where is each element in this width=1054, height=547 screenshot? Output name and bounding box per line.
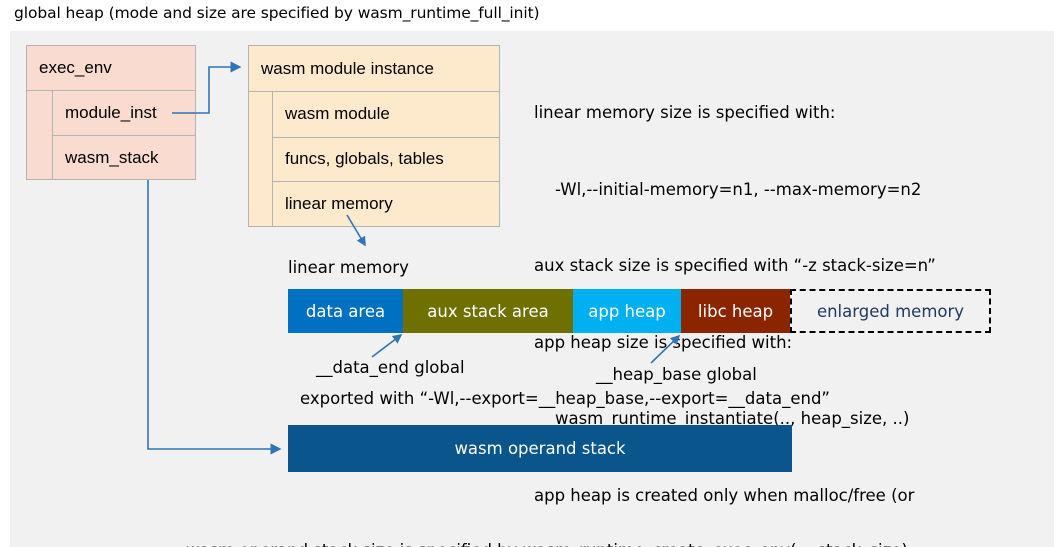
exec-env-box: exec_env module_inst wasm_stack <box>26 45 196 180</box>
wasm-operand-stack-box: wasm operand stack <box>288 425 792 472</box>
notes-line-5: wasm_runtime_instantiate(.., heap_size, … <box>534 409 910 428</box>
memory-segment-label: aux stack area <box>427 301 549 321</box>
annotation-operand-stack-size: wasm operand stack size is specified by … <box>186 483 908 547</box>
annotation-exported-with: exported with “-Wl,--export=__heap_base,… <box>300 389 830 408</box>
annotation-heap-base: __heap_base global <box>596 365 757 384</box>
exec-env-row-wasm-stack: wasm_stack <box>53 135 195 179</box>
wasm-module-instance-box: wasm module instance wasm module funcs, … <box>248 45 500 227</box>
exec-env-row-module-inst: module_inst <box>65 103 157 122</box>
notes-line-4: app heap size is specified with: <box>534 332 793 352</box>
wasm-module-instance-gutter <box>249 92 273 226</box>
wasm-module-instance-body: wasm module funcs, globals, tables linea… <box>249 92 499 226</box>
annotation-data-end: __data_end global <box>316 358 465 377</box>
notes-line-6: app heap is created only when malloc/fre… <box>534 485 915 505</box>
wasm-module-instance-header: wasm module instance <box>249 46 499 92</box>
wmi-row-linear-memory: linear memory <box>273 181 499 226</box>
exec-env-header: exec_env <box>27 46 195 91</box>
wasm-operand-stack-label: wasm operand stack <box>454 439 626 458</box>
memory-segment-label: enlarged memory <box>816 301 965 321</box>
memory-segment-aux-stack-area: aux stack area <box>403 289 573 333</box>
exec-env-gutter <box>27 91 53 179</box>
memory-segment-label: app heap <box>588 301 666 321</box>
wmi-row-funcs-globals-tables: funcs, globals, tables <box>273 136 499 182</box>
notes-block: linear memory size is specified with: -W… <box>534 49 1034 547</box>
notes-line-2: -Wl,--initial-memory=n1, --max-memory=n2 <box>534 179 922 199</box>
exec-env-rows: module_inst wasm_stack <box>53 91 195 179</box>
exec-env-body: module_inst wasm_stack <box>27 91 195 179</box>
operand-note-line-1: wasm operand stack size is specified by … <box>186 537 908 547</box>
linear-memory-bar: data area aux stack area app heap libc heap… <box>288 289 991 333</box>
wmi-row-wasm-module: wasm module <box>285 104 390 124</box>
memory-segment-enlarged-memory: enlarged memory <box>790 289 991 333</box>
notes-line-1: linear memory size is specified with: <box>534 103 836 122</box>
linear-memory-label: linear memory <box>288 258 409 277</box>
notes-line-3: aux stack size is specified with “-z sta… <box>534 256 936 275</box>
memory-segment-label: data area <box>305 301 386 321</box>
wasm-module-instance-rows: wasm module funcs, globals, tables linea… <box>273 92 499 226</box>
memory-segment-data-area: data area <box>288 289 403 333</box>
page-title: global heap (mode and size are specified… <box>14 4 540 22</box>
memory-segment-libc-heap: libc heap <box>681 289 790 333</box>
memory-segment-label: libc heap <box>697 301 774 321</box>
memory-segment-app-heap: app heap <box>573 289 681 333</box>
